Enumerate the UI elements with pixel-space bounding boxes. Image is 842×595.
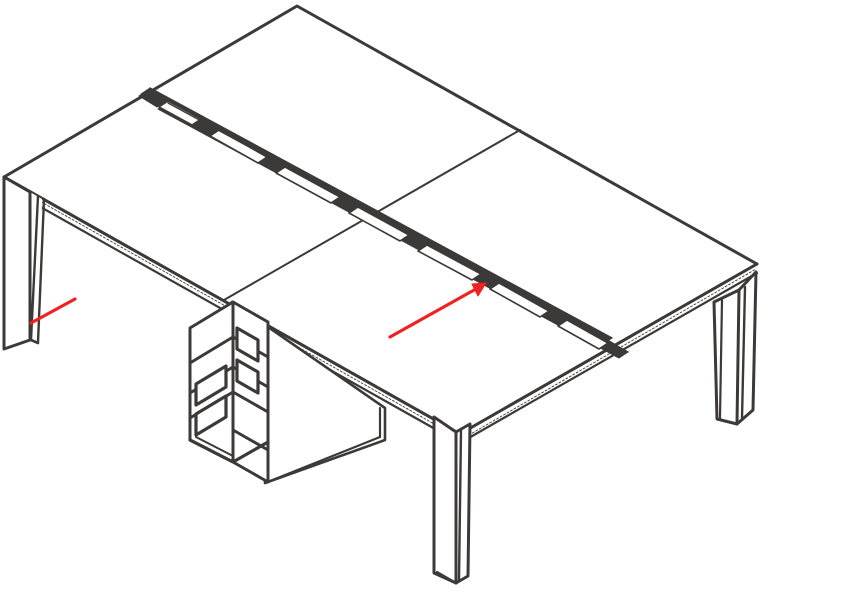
cable-spine-boundary [149, 87, 629, 353]
annotation-layer [29, 282, 487, 339]
leg-right-front-inner-edge [718, 298, 724, 420]
leg-right-front-foot [715, 417, 739, 426]
leg-front-centre [432, 415, 472, 585]
leg-left-rear-blade-outer [29, 194, 40, 342]
leg-front-centre-foot [435, 570, 458, 585]
desktop-edge-right-face [460, 264, 757, 443]
modesty-panel-bottom-edge [263, 435, 382, 485]
drawer-handle-1-outline [235, 326, 260, 363]
annotation-right-leader-line [388, 283, 485, 339]
cable-spine-slot-outlines [158, 100, 609, 350]
leg-left-rear [2, 175, 46, 351]
leg-left-rear-foot [29, 338, 40, 345]
drawer-pedestal [188, 300, 270, 484]
drawer-handle-2-outline [235, 358, 260, 395]
drawer-handle-3[interactable] [196, 366, 226, 405]
central-cable-management-spine [138, 87, 629, 359]
cable-spine-slot-3 [276, 167, 340, 203]
leg-left-rear-outer-face [4, 177, 30, 349]
leg-front-centre-right-outline [454, 422, 472, 585]
leg-front-centre-taper [457, 428, 463, 582]
cable-spine-slot-6 [490, 283, 549, 317]
cable-spine-slot-7 [558, 320, 608, 349]
drawer-handle-1[interactable] [237, 328, 258, 361]
annotation-left-leader-line [29, 297, 77, 325]
leg-front-centre-left-face [434, 417, 456, 583]
cable-spine-slot-5 [418, 245, 481, 280]
desktop-edge-right-bottom [458, 271, 759, 445]
drawer-handle-2[interactable] [237, 360, 258, 393]
desktop-edge-right-highlight [461, 268, 757, 440]
cable-spine-tie-1 [138, 89, 167, 108]
leg-right-front-right-outline [735, 270, 758, 426]
cable-spine-slot-4 [349, 207, 409, 241]
drawer-handle-4[interactable] [196, 396, 226, 435]
drawer-handle-4-outline [194, 394, 228, 437]
modesty-panel-face [232, 302, 385, 485]
drawer-handle-3-outline [194, 364, 228, 407]
cable-spine-slot-2 [210, 130, 267, 163]
pedestal-base-inner [195, 436, 234, 457]
leg-right-front [712, 270, 758, 426]
leg-right-front-taper [740, 285, 747, 420]
cable-spine-slot-1 [159, 101, 201, 125]
annotation-right-arrowhead [471, 282, 487, 297]
pedestal-base [188, 438, 270, 464]
